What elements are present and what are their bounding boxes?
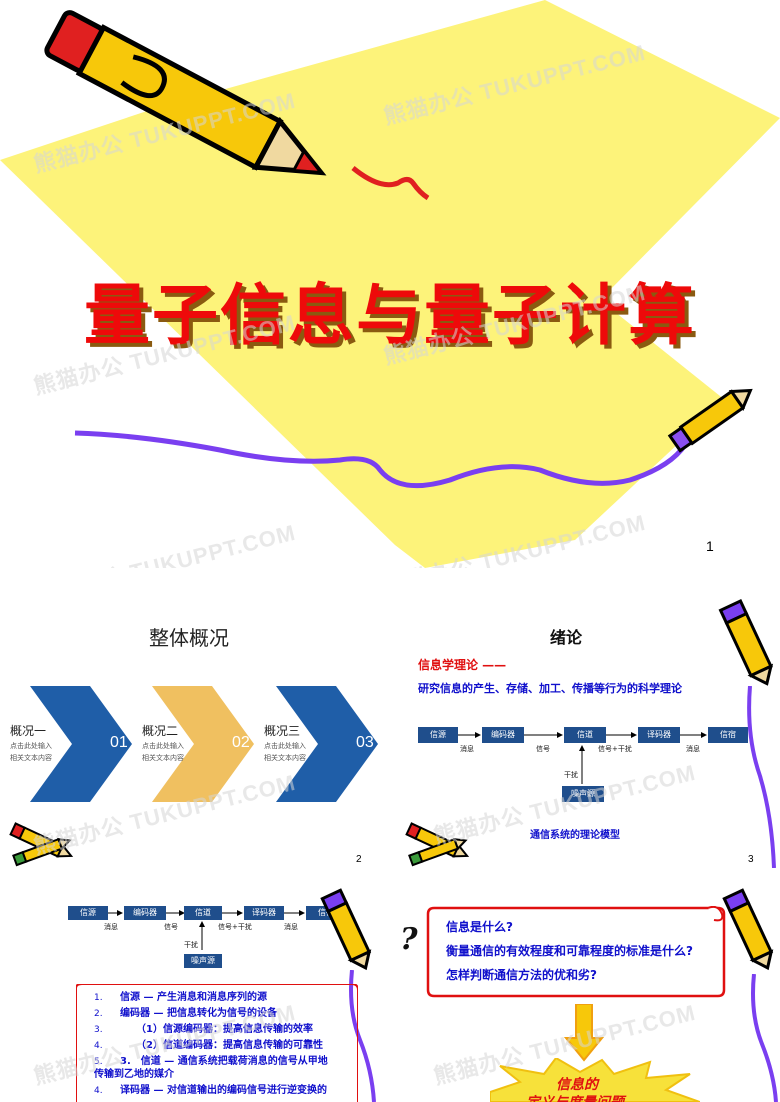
diagram-label: 消息 xyxy=(686,745,700,753)
chevron-row xyxy=(30,686,378,802)
diagram-label: 干扰 xyxy=(564,771,578,779)
item-label: 概况二 xyxy=(142,724,179,738)
pencil-icon xyxy=(722,888,774,971)
caption: 通信系统的理论模型 xyxy=(530,830,620,841)
diagram-lines xyxy=(458,732,707,784)
question-mark-icon: ? xyxy=(400,922,418,957)
slide-2[interactable]: 整体概况 概况一 点击此处输入 相关文本内容 01 概况二 点击此处输入 相关文… xyxy=(0,586,378,868)
slide-title: 整体概况 xyxy=(149,626,229,650)
purple-squiggle xyxy=(747,686,776,868)
diagram-box: 编码器 xyxy=(482,727,524,743)
diagram-label: 干扰 xyxy=(184,941,198,949)
diagram-label: 消息 xyxy=(460,745,474,753)
slide-5[interactable]: ? 信息是什么? 衡量通信的有效程度和可靠程度的标准是什么? 怎样判断通信方法的… xyxy=(396,878,780,1102)
list-number: 5. xyxy=(94,1057,103,1067)
burst-text: 信息的 xyxy=(556,1077,598,1093)
diagram-box: 译码器 xyxy=(244,906,284,920)
list-text: （1）信源编码器：提高信息传输的效率 xyxy=(136,1024,313,1035)
list-item: 5. 3. 信道 — 通信系统把载荷消息的信号从甲地 xyxy=(94,1054,356,1070)
item-number: 01 xyxy=(110,734,128,751)
diagram-box: 编码器 xyxy=(124,906,166,920)
diagram-lines xyxy=(108,910,305,950)
pencil-icon xyxy=(320,888,372,971)
definition-list: 1. 信源 — 产生消息和消息序列的源 2. 编码器 — 把信息转化为信号的设备 3… xyxy=(94,990,356,1099)
slide-3[interactable]: 绪论 信息学理论 —— 研究信息的产生、存储、加工、传播等行为的科学理论 信源 … xyxy=(396,586,780,868)
page-number: 3 xyxy=(748,854,754,865)
pencils-icon xyxy=(405,822,470,867)
item-sub: 点击此处输入 xyxy=(264,742,306,750)
item-sub: 相关文本内容 xyxy=(10,754,52,762)
list-item: 3. （1）信源编码器：提高信息传输的效率 xyxy=(94,1022,356,1038)
list-item: 4. （2）信道编码器：提高信息传输的可靠性 xyxy=(94,1038,356,1054)
slide-title: 绪论 xyxy=(549,628,582,647)
list-text: 3. 信道 — 通信系统把载荷消息的信号从甲地 xyxy=(120,1056,328,1067)
purple-squiggle xyxy=(74,388,753,489)
list-text: （2）信道编码器：提高信息传输的可靠性 xyxy=(136,1040,323,1051)
diagram-box: 噪声源 xyxy=(184,954,222,968)
diagram-label: 信号+干扰 xyxy=(598,745,632,753)
diagram-label: 消息 xyxy=(104,923,118,931)
pencil-icon xyxy=(718,599,774,686)
list-item: 4. 译码器 — 对信道输出的编码信号进行逆变换的 xyxy=(94,1083,356,1099)
pencil-icon xyxy=(44,10,430,201)
list-text: 信源 — 产生消息和消息序列的源 xyxy=(120,992,267,1003)
diagram-box: 信源 xyxy=(68,906,108,920)
item-sub: 点击此处输入 xyxy=(10,742,52,750)
list-number: 2. xyxy=(94,1009,103,1019)
diagram-box: 译码器 xyxy=(638,727,680,743)
item-number: 02 xyxy=(232,734,250,751)
diagram-box: 噪声源 xyxy=(562,786,604,802)
diagram-box: 信道 xyxy=(564,727,606,743)
list-number: 3. xyxy=(94,1025,103,1035)
down-arrow-icon xyxy=(564,1004,604,1062)
diagram-box: 信宿 xyxy=(708,727,748,743)
slide-4[interactable]: 信源 编码器 信道 译码器 信宿 消息 信号 信号+干扰 消息 干扰 噪声源 1… xyxy=(0,878,378,1102)
diagram-label: 消息 xyxy=(284,923,298,931)
question: 怎样判断通信方法的优和劣? xyxy=(446,968,597,982)
question: 信息是什么? xyxy=(446,920,513,934)
list-number: 4. xyxy=(94,1086,103,1096)
diagram-label: 信号 xyxy=(164,923,178,931)
question: 衡量通信的有效程度和可靠程度的标准是什么? xyxy=(446,944,693,958)
diagram-label: 信号+干扰 xyxy=(218,923,252,931)
list-text: 传输到乙地的媒介 xyxy=(94,1069,174,1080)
purple-squiggle xyxy=(751,974,778,1102)
yellow-diamond-background xyxy=(0,0,780,568)
list-item: 2. 编码器 — 把信息转化为信号的设备 xyxy=(94,1006,356,1022)
item-number: 03 xyxy=(356,734,374,751)
item-label: 概况三 xyxy=(264,724,301,738)
page-number: 2 xyxy=(356,854,362,865)
item-sub: 相关文本内容 xyxy=(142,754,184,762)
pencils-icon xyxy=(9,822,74,867)
list-item: 传输到乙地的媒介 xyxy=(94,1067,356,1083)
page-number: 1 xyxy=(706,538,714,554)
question-box-frame xyxy=(426,906,726,998)
item-sub: 相关文本内容 xyxy=(264,754,306,762)
burst-shape xyxy=(490,1058,700,1102)
diagram-box: 信道 xyxy=(184,906,222,920)
list-frame xyxy=(76,984,358,1102)
item-sub: 点击此处输入 xyxy=(142,742,184,750)
diagram-box: 信源 xyxy=(418,727,458,743)
list-number: 1. xyxy=(94,993,103,1003)
list-text: 译码器 — 对信道输出的编码信号进行逆变换的 xyxy=(120,1085,327,1096)
slide-1[interactable]: 量子信息与量子计算 1 熊猫办公 TUKUPPT.COM 熊猫办公 TUKUPP… xyxy=(0,0,780,568)
slide-title: 量子信息与量子计算 xyxy=(84,277,696,354)
list-text: 编码器 — 把信息转化为信号的设备 xyxy=(120,1008,277,1019)
heading: 信息学理论 —— xyxy=(418,658,507,672)
list-number: 4. xyxy=(94,1041,103,1051)
diagram-label: 信号 xyxy=(536,745,550,753)
item-label: 概况一 xyxy=(10,724,47,738)
subheading: 研究信息的产生、存储、加工、传播等行为的科学理论 xyxy=(418,682,682,695)
burst-text: 定义与度量问题 xyxy=(526,1092,624,1102)
purple-squiggle xyxy=(349,970,376,1102)
list-item: 1. 信源 — 产生消息和消息序列的源 xyxy=(94,990,356,1006)
